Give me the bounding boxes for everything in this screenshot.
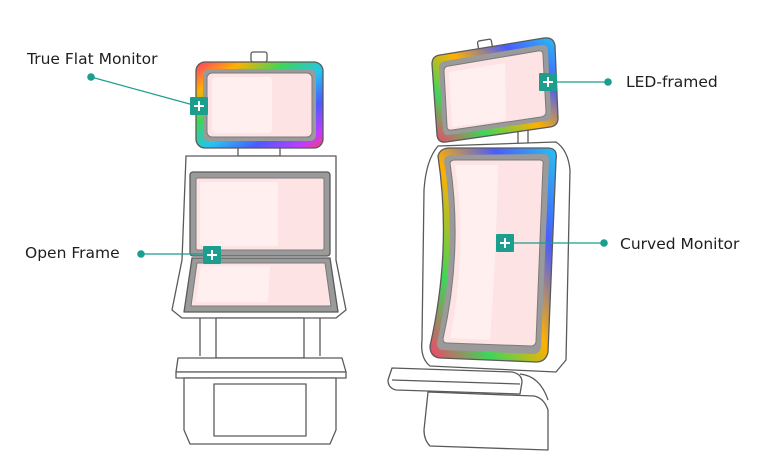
- label-open-frame: Open Frame: [25, 244, 120, 262]
- right-cabinet: [387, 37, 571, 451]
- right-cabinet-base: [423, 391, 549, 451]
- callout-dot-true-flat-monitor: [87, 73, 95, 81]
- callout-line-true-flat-monitor: [90, 76, 198, 107]
- hotspot-curved-monitor[interactable]: [496, 234, 514, 252]
- label-curved-monitor: Curved Monitor: [620, 235, 740, 253]
- callout-lines: [87, 73, 612, 258]
- right-cabinet-deck: [387, 367, 523, 395]
- top-monitor-handle: [250, 51, 268, 63]
- hotspot-led-framed[interactable]: [539, 73, 557, 91]
- left-cabinet-deck: [175, 357, 347, 373]
- callout-dot-open-frame: [137, 250, 145, 258]
- hotspot-open-frame[interactable]: [203, 246, 221, 264]
- hotspot-true-flat-monitor[interactable]: [190, 97, 208, 115]
- left-cabinet: [171, 51, 347, 445]
- left-cabinet-neck: [215, 317, 305, 359]
- label-led-framed: LED-framed: [626, 73, 718, 91]
- callout-dot-curved-monitor: [600, 239, 608, 247]
- callout-dot-led-framed: [604, 78, 612, 86]
- label-true-flat-monitor: True Flat Monitor: [27, 50, 158, 68]
